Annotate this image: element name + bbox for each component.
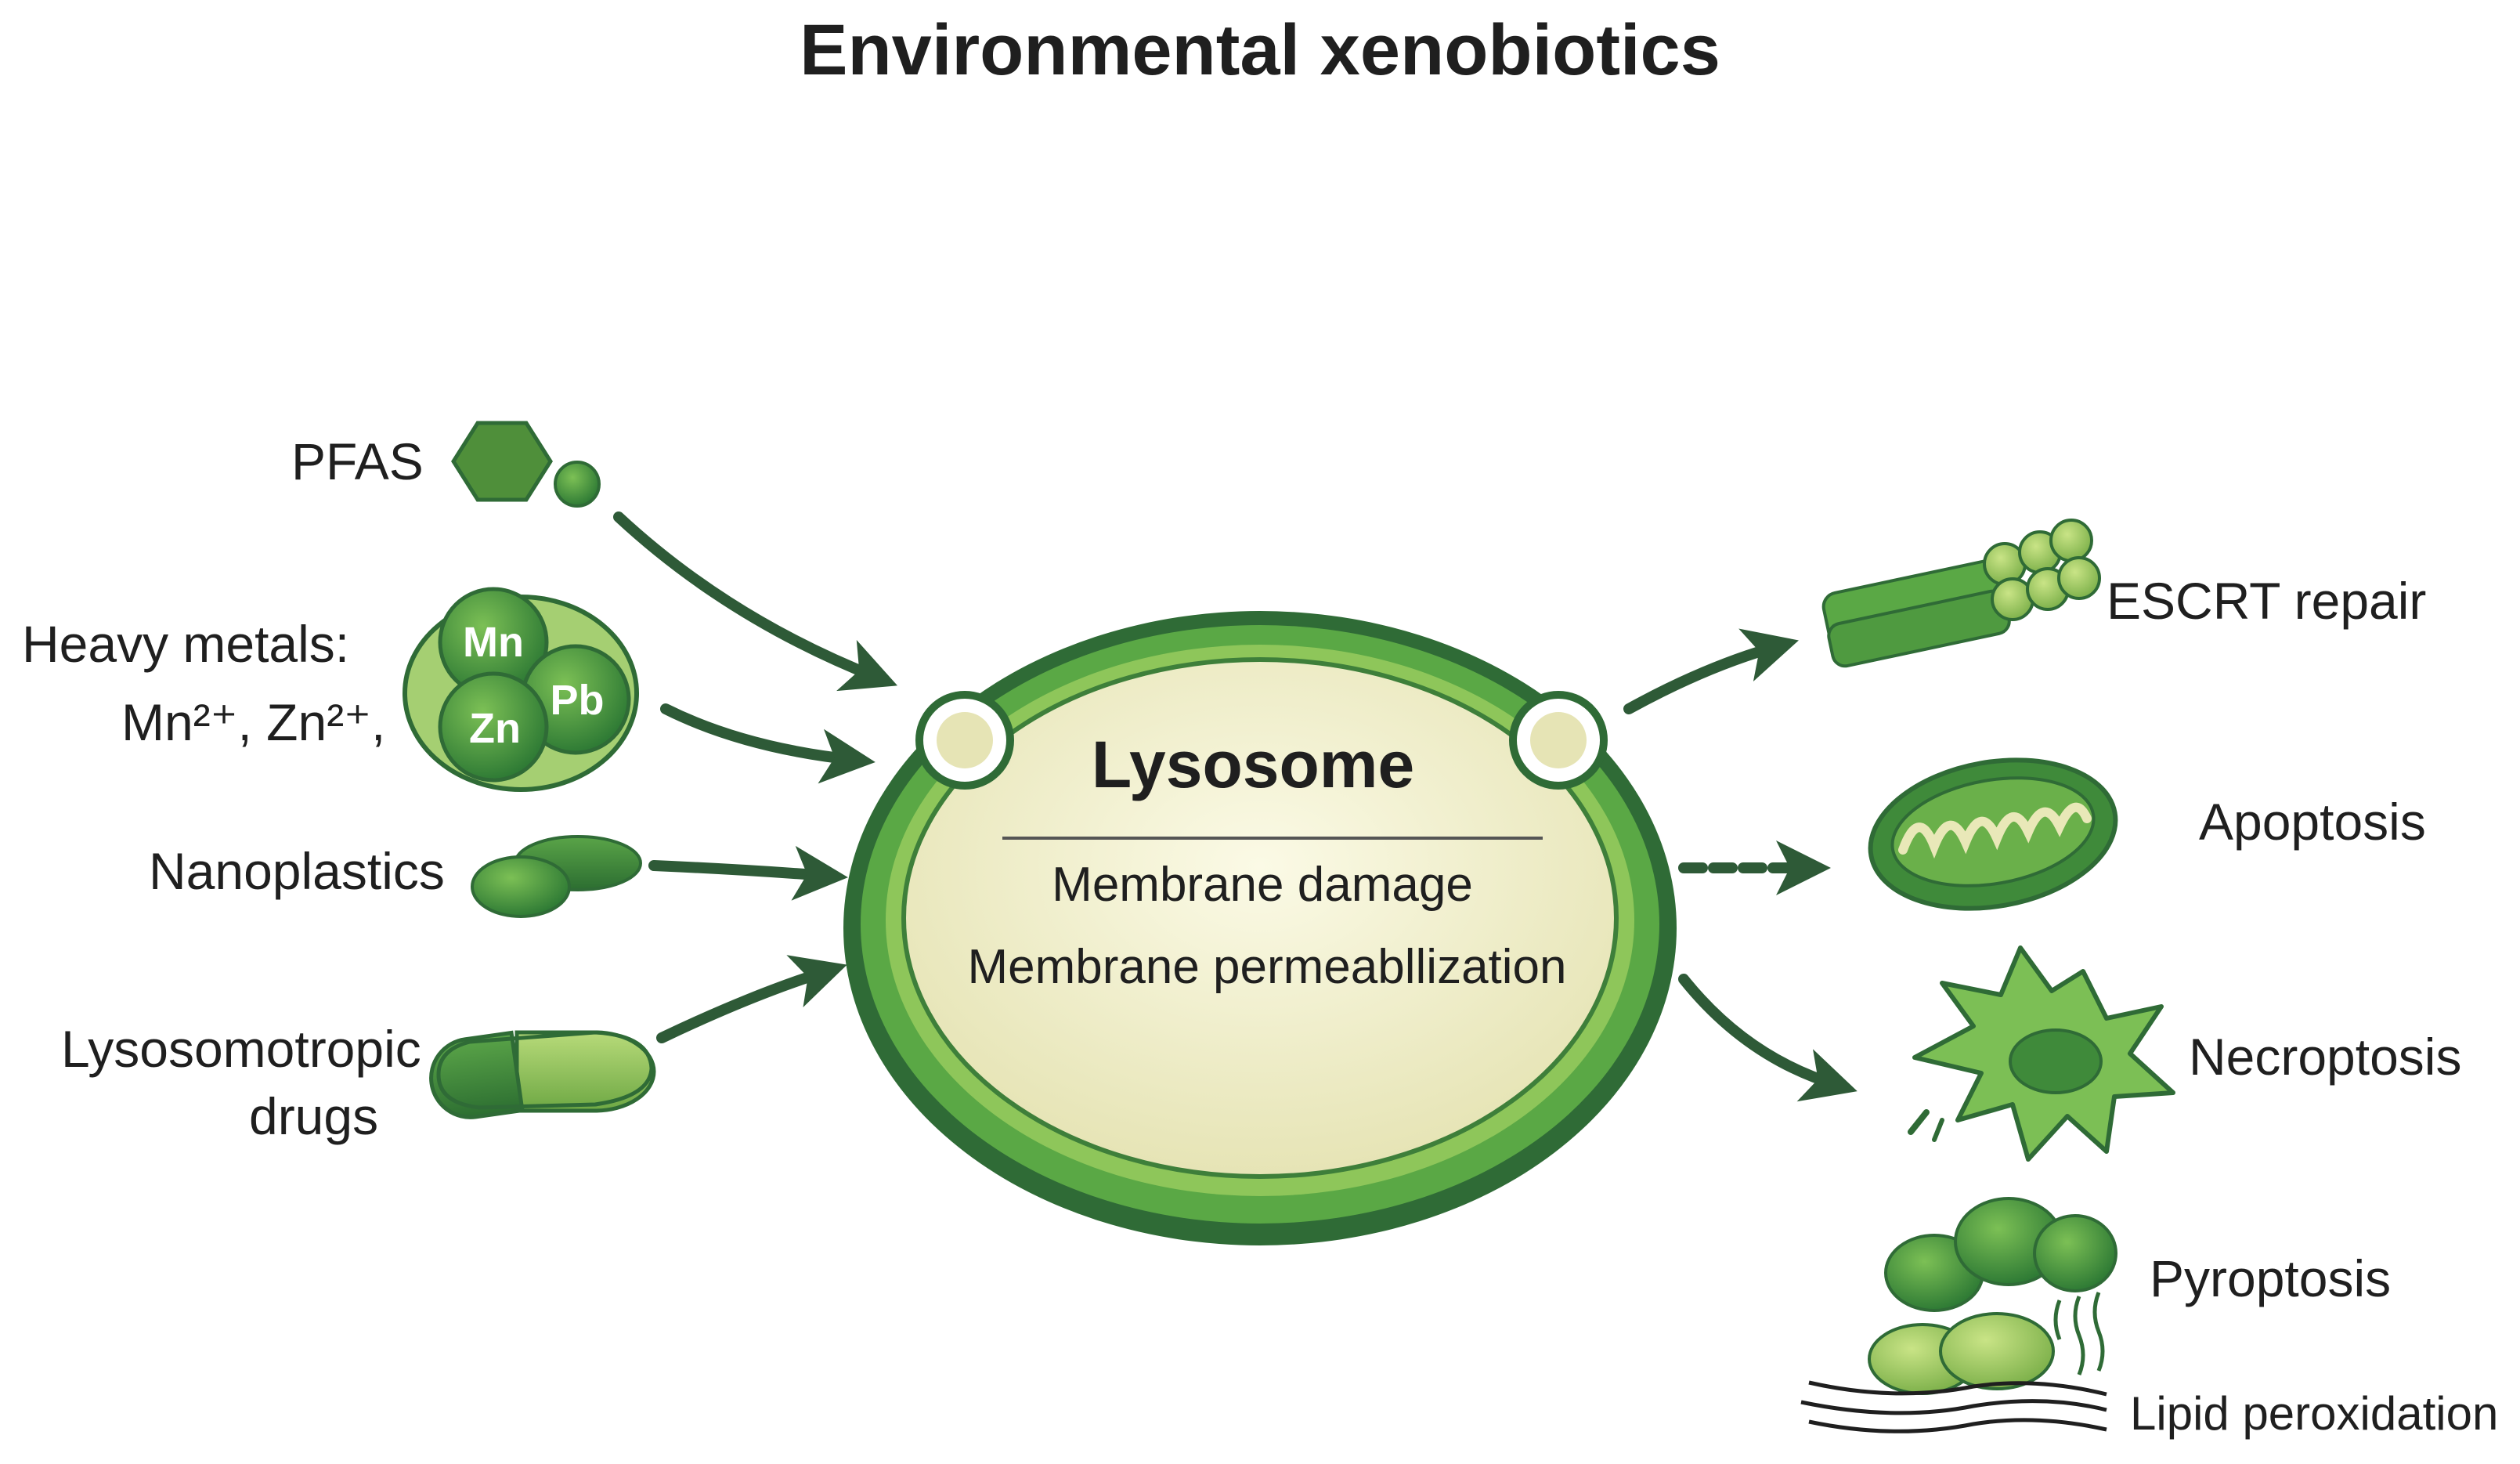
escrt-filament-icon [1821,519,2101,668]
membrane-permeabilization-label: Membrane permeabllization [967,940,1566,994]
pfas-label: PFAS [291,432,424,490]
metal-chip-pb: Pb [550,677,604,724]
pyroptosis-label: Pyroptosis [2150,1249,2391,1307]
apoptosis-label: Apoptosis [2199,793,2426,851]
metal-chip-zn: Zn [469,705,521,752]
input-arrows [613,511,898,1043]
heavy-metals-label: Heavy metals: [22,615,349,673]
metal-chip-mn: Mn [463,619,524,666]
escrt-label: ESCRT repair [2107,572,2426,630]
nanoplastics-icon [471,835,642,918]
capsule-icon [429,1030,656,1119]
drugs-label-line2: drugs [249,1087,378,1145]
membrane-damage-label: Membrane damage [1052,858,1473,912]
lysosome [843,611,1677,1245]
arrow-necroptosis [1678,974,1858,1102]
lipid-peroxidation-icon [1800,1312,2107,1433]
heavy-metals-ions-label: Mn²⁺, Zn²⁺, [121,693,385,751]
arrow-escrt [1623,628,1799,714]
drugs-label-line1: Lysosomotropic [61,1020,421,1078]
arrow-heavy-metals [660,703,876,784]
lipid-peroxidation-label: Lipid peroxidation [2130,1387,2498,1440]
nanoplastics-label: Nanoplastics [149,842,445,900]
heavy-metals-icon [403,587,639,792]
mitochondrion-icon [1868,757,2118,911]
necroptosis-label: Necroptosis [2189,1028,2461,1086]
arrow-drugs [656,955,847,1043]
pfas-hexagon-icon [451,421,553,502]
output-arrows [1623,628,1858,1102]
arrow-pfas [613,511,898,692]
arrow-nanoplastics [648,845,848,901]
diagram-title: Environmental xenobiotics [800,10,1720,90]
pyroptosis-icon [1884,1197,2117,1375]
necrotic-cell-icon [1908,945,2175,1162]
lysosome-label: Lysosome [1092,728,1414,801]
pfas-molecule-icon [554,461,601,508]
